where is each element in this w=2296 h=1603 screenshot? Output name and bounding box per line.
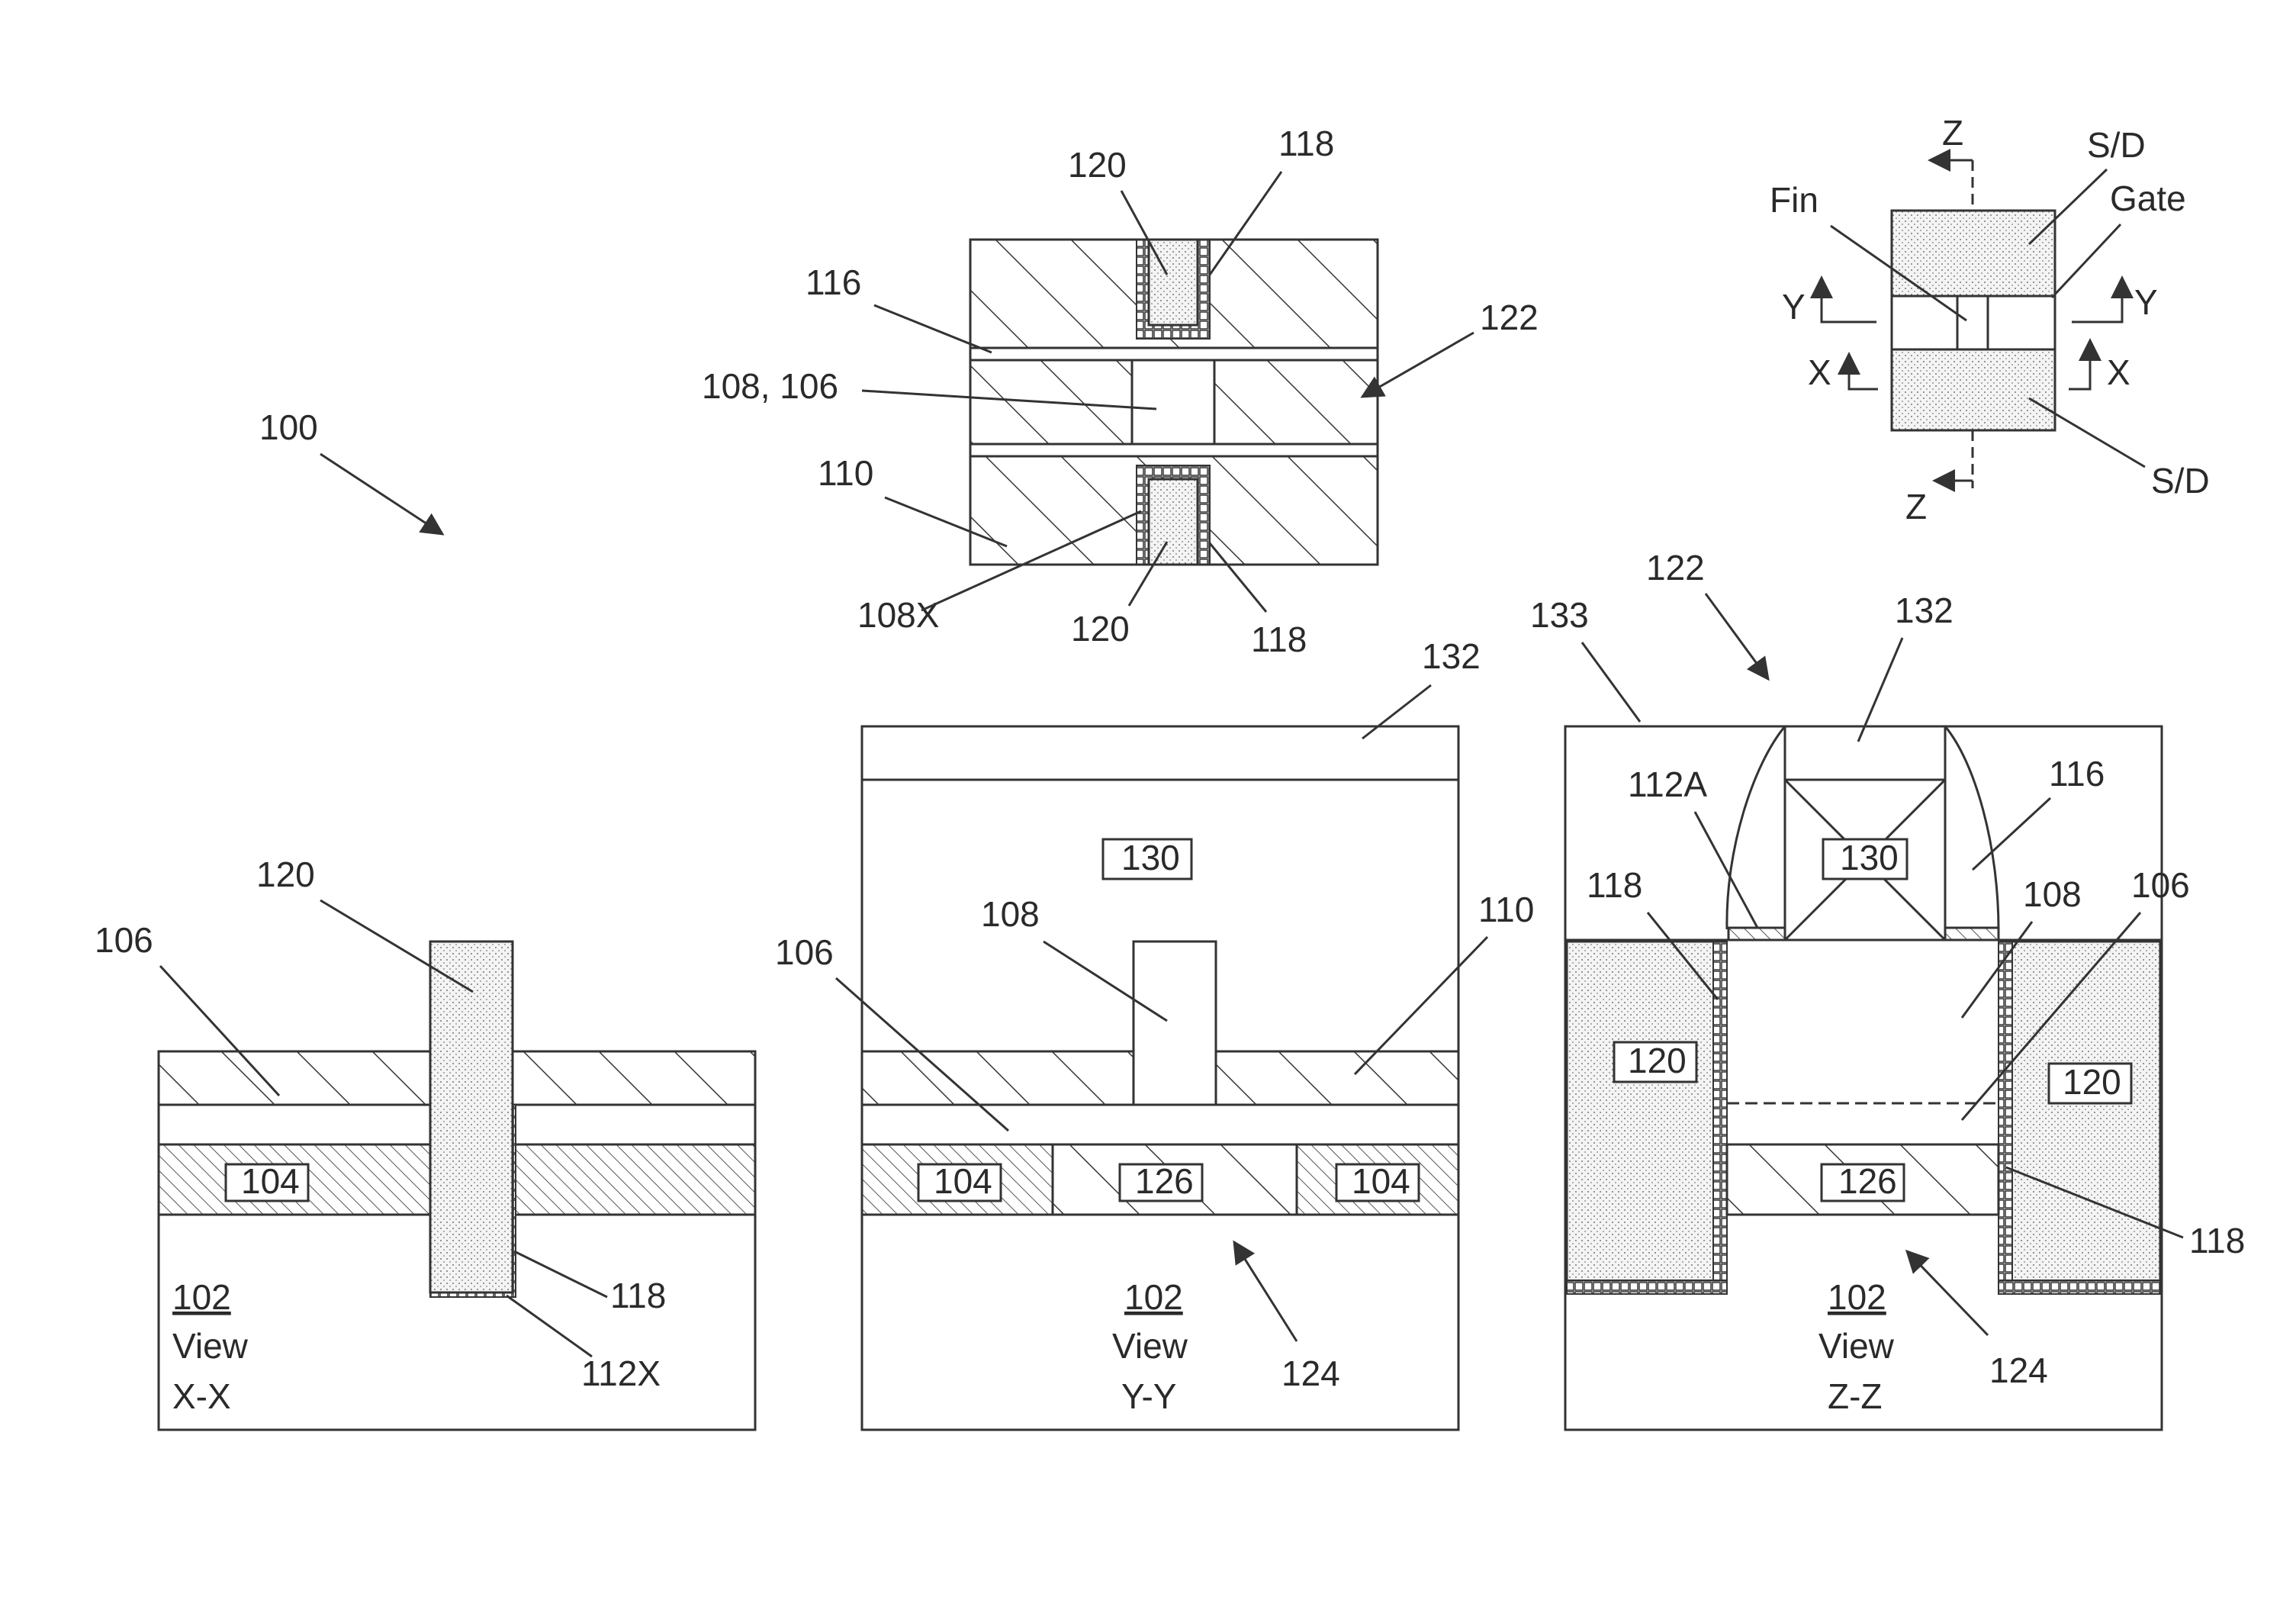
zz-liner-118-right-bottom xyxy=(1999,1280,2160,1294)
xx-label-104: 104 xyxy=(241,1161,300,1201)
xx-via-120 xyxy=(430,942,513,1292)
top-label-120-upper: 120 xyxy=(1068,145,1127,185)
zz-label-108: 108 xyxy=(2023,874,2082,914)
yy-label-104-right: 104 xyxy=(1352,1161,1410,1201)
zz-label-133: 133 xyxy=(1530,595,1589,635)
zz-liner-118-right xyxy=(1999,942,2012,1294)
legend-x-arrow-left xyxy=(1849,354,1878,389)
zz-label-126: 126 xyxy=(1838,1161,1897,1201)
xx-label-112x: 112X xyxy=(581,1354,661,1393)
yy-label-104-left: 104 xyxy=(934,1161,992,1201)
zz-label-118-right: 118 xyxy=(2189,1221,2245,1260)
top-via-lower xyxy=(1149,479,1198,565)
top-plan-view: 120 118 116 122 108, 106 110 108X 120 11… xyxy=(702,124,1539,659)
legend-y-left: Y xyxy=(1782,287,1806,327)
zz-label-120-left: 120 xyxy=(1628,1041,1687,1080)
zz-label-130: 130 xyxy=(1840,838,1899,877)
zz-liner-112a-right xyxy=(1945,928,1999,940)
top-label-120-lower: 120 xyxy=(1071,609,1130,649)
legend-gate xyxy=(1892,296,2055,349)
top-layer-spacer xyxy=(970,444,1378,456)
top-label-118-lower: 118 xyxy=(1251,620,1307,659)
yy-fin-fill xyxy=(1134,942,1216,1105)
legend-sd-bottom xyxy=(1892,349,2055,430)
orientation-legend: Z Z Y Y X X Fin Gate S/D S/D xyxy=(1770,113,2210,526)
yy-view-word: View xyxy=(1112,1326,1188,1366)
top-label-122: 122 xyxy=(1480,298,1539,337)
xx-substrate-label: 102 xyxy=(172,1277,231,1317)
xx-label-106: 106 xyxy=(95,920,153,960)
legend-sd-top-label: S/D xyxy=(2087,125,2146,165)
top-label-108x: 108X xyxy=(857,595,939,635)
yy-label-124: 124 xyxy=(1281,1354,1340,1393)
zz-liner-118-left xyxy=(1713,942,1727,1294)
zz-label-124: 124 xyxy=(1989,1350,2048,1390)
yy-label-130: 130 xyxy=(1121,838,1180,877)
zz-liner-118-left-bottom xyxy=(1567,1280,1727,1294)
top-label-118-upper: 118 xyxy=(1278,124,1334,163)
figure-arrow xyxy=(320,454,442,534)
legend-y-right: Y xyxy=(2134,282,2158,322)
legend-x-right: X xyxy=(2107,352,2130,392)
zz-sd-120-right xyxy=(2009,942,2160,1288)
xx-label-118: 118 xyxy=(610,1276,666,1315)
legend-sd-bottom-label: S/D xyxy=(2151,461,2210,501)
zz-lead-133 xyxy=(1582,642,1640,722)
top-label-108-106: 108, 106 xyxy=(702,366,838,406)
legend-x-arrow-right xyxy=(2069,340,2090,389)
zz-label-112a: 112A xyxy=(1628,764,1707,804)
top-fin-region xyxy=(1132,360,1214,444)
legend-gate-lead xyxy=(2052,224,2121,298)
legend-fin: Fin xyxy=(1770,180,1818,220)
top-layer-116 xyxy=(970,348,1378,360)
top-label-110: 110 xyxy=(818,453,873,493)
legend-x-left: X xyxy=(1808,352,1831,392)
view-xx: 106 120 104 118 112X 102 View X-X xyxy=(95,855,755,1430)
zz-label-116: 116 xyxy=(2049,754,2105,793)
yy-label-126: 126 xyxy=(1135,1161,1194,1201)
zz-label-118-left: 118 xyxy=(1587,865,1642,905)
yy-substrate-label: 102 xyxy=(1124,1277,1183,1317)
figure-number: 100 xyxy=(259,407,318,447)
legend-z-bottom: Z xyxy=(1905,487,1927,526)
zz-substrate-label: 102 xyxy=(1828,1277,1886,1317)
yy-label-106: 106 xyxy=(775,932,834,972)
top-arrow-122 xyxy=(1362,333,1474,397)
yy-label-108: 108 xyxy=(981,894,1040,934)
zz-view-name: Z-Z xyxy=(1828,1376,1883,1416)
legend-sd-bottom-lead xyxy=(2029,398,2145,467)
xx-view-word: View xyxy=(172,1326,249,1366)
view-zz: 122 133 132 112A 116 118 108 106 130 120… xyxy=(1530,548,2245,1430)
zz-liner-112a-left xyxy=(1728,928,1785,940)
legend-y-arrow-right xyxy=(2072,278,2122,322)
zz-arrow-122 xyxy=(1706,594,1768,679)
yy-label-110: 110 xyxy=(1478,890,1534,929)
legend-gate-label: Gate xyxy=(2110,179,2186,218)
zz-label-132: 132 xyxy=(1895,591,1954,630)
zz-sd-120-left xyxy=(1567,942,1721,1288)
zz-label-120-right: 120 xyxy=(2063,1062,2121,1102)
xx-view-name: X-X xyxy=(172,1376,231,1416)
yy-layer-106 xyxy=(862,1105,1458,1144)
legend-y-arrow-left xyxy=(1822,278,1876,322)
zz-view-word: View xyxy=(1818,1326,1895,1366)
legend-sd-top-lead xyxy=(2029,169,2107,244)
top-label-116: 116 xyxy=(806,262,861,302)
xx-label-120: 120 xyxy=(256,855,315,894)
yy-view-name: Y-Y xyxy=(1121,1376,1176,1416)
legend-z-top: Z xyxy=(1942,113,1963,153)
zz-label-122: 122 xyxy=(1646,548,1705,587)
zz-label-106: 106 xyxy=(2131,865,2190,905)
yy-label-132: 132 xyxy=(1422,636,1481,676)
view-yy: 132 130 108 106 110 104 126 104 124 102 … xyxy=(775,636,1534,1430)
legend-sd-top xyxy=(1892,211,2055,296)
figure-number-group: 100 xyxy=(259,407,442,534)
